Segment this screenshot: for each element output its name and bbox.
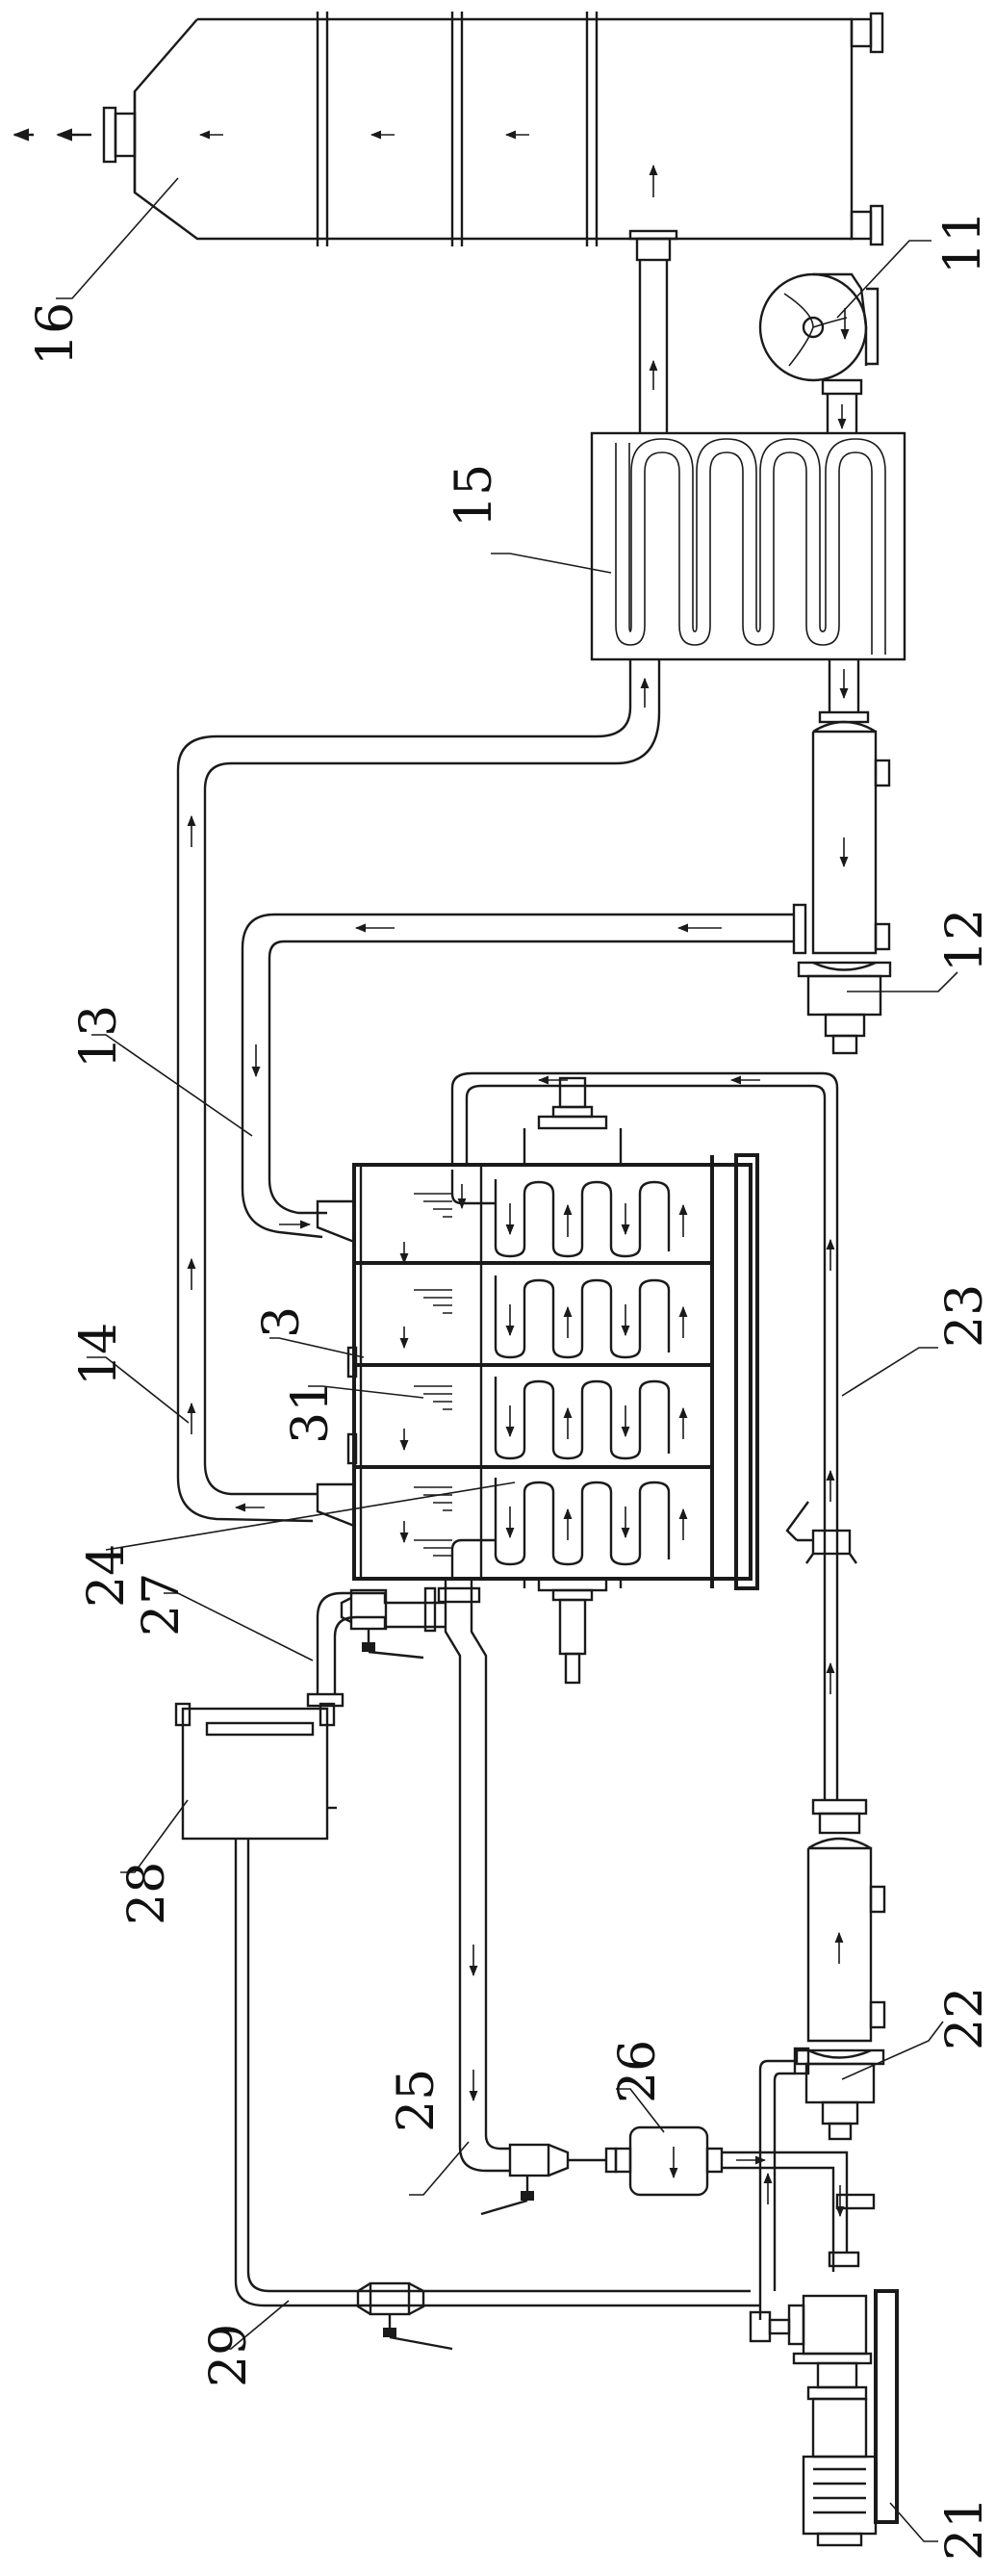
leader-12 (847, 971, 958, 992)
pipe-22-to-pump (758, 2059, 795, 2320)
condenser-12 (797, 720, 892, 1055)
label-3: 3 (253, 1306, 311, 1338)
pump-21 (749, 2289, 899, 2547)
filter-26 (614, 2125, 770, 2197)
tank-28 (174, 1702, 337, 1841)
heat-exchanger-15 (590, 431, 906, 661)
label-25: 25 (388, 2069, 446, 2132)
leader-3 (269, 1337, 365, 1358)
leader-23 (841, 1347, 938, 1397)
pipe-29 (234, 1839, 760, 2351)
heating-coils (450, 1170, 688, 1579)
label-31: 31 (282, 1380, 340, 1444)
label-26: 26 (609, 2040, 667, 2103)
leader-21 (889, 2502, 938, 2542)
leader-14 (87, 1356, 190, 1424)
leader-16 (56, 177, 179, 299)
dryer-3 (316, 1076, 759, 1685)
fan-11 (758, 272, 880, 433)
leader-13 (91, 1034, 253, 1137)
pipe-23 (450, 1071, 857, 1800)
pipe-27 (306, 1586, 446, 1708)
pipe-26-to-pump (770, 2151, 876, 2272)
leader-29 (212, 2300, 290, 2350)
pipe-13 (241, 903, 807, 1239)
leader-28 (120, 1799, 189, 1873)
pipe-tower-to-15 (638, 260, 669, 433)
label-12: 12 (936, 909, 994, 972)
tower-16 (13, 12, 884, 262)
label-24: 24 (78, 1544, 136, 1608)
label-16: 16 (27, 302, 85, 366)
leader-25 (409, 2141, 470, 2196)
label-23: 23 (936, 1284, 994, 1348)
pipe-14 (176, 659, 661, 1523)
pipe-25 (437, 1579, 618, 2216)
separator-22 (793, 1798, 886, 2141)
leader-27 (164, 1592, 314, 1662)
pipe-15-to-12 (818, 659, 870, 724)
label-29: 29 (200, 2324, 258, 2387)
leader-26 (616, 2088, 665, 2133)
label-28: 28 (118, 1862, 176, 1925)
leader-15 (491, 553, 612, 574)
label-22: 22 (936, 1987, 994, 2050)
label-21: 21 (936, 2497, 994, 2561)
leader-24 (105, 1481, 516, 1551)
label-11: 11 (934, 211, 992, 274)
leader-31 (308, 1385, 424, 1399)
label-27: 27 (133, 1573, 191, 1636)
leader-22 (841, 2021, 944, 2080)
label-13: 13 (70, 1005, 128, 1069)
leader-11 (836, 240, 931, 319)
label-14: 14 (70, 1323, 128, 1386)
label-15: 15 (446, 464, 503, 528)
